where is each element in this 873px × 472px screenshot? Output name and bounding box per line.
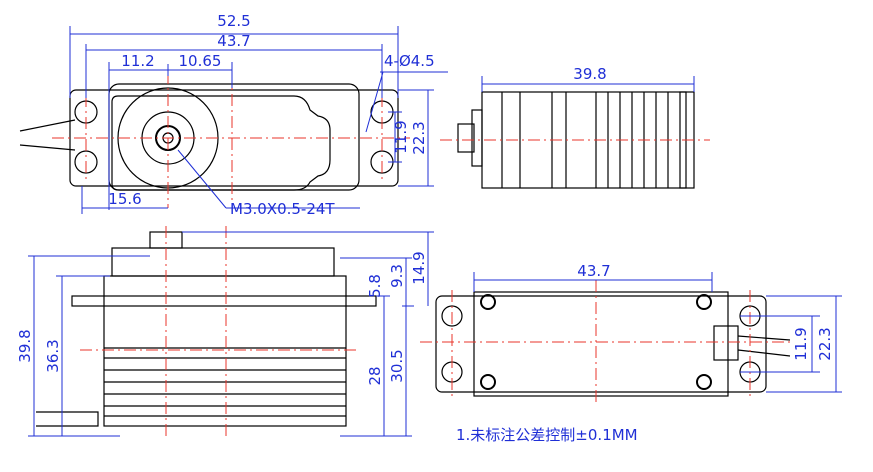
dim-offset-a: 11.2	[121, 52, 154, 70]
bottom-screw-bl	[480, 374, 496, 390]
dim-body-height: 36.3	[44, 339, 62, 372]
dim-bottom-height-inner: 11.9	[792, 327, 810, 360]
dim-hole-spacing: 43.7	[217, 32, 250, 50]
label-spline: M3.0X0.5-24T	[230, 200, 335, 218]
top-body-outline	[108, 83, 360, 191]
dim-bottom-hole-spacing: 43.7	[577, 262, 610, 280]
side-gear	[457, 123, 475, 153]
front-body	[103, 275, 347, 427]
dim-lower-a: 28	[366, 366, 384, 385]
dim-height-outer: 22.3	[410, 121, 428, 154]
bottom-screw-tl	[480, 294, 496, 310]
dim-flange-upper: 9.3	[388, 264, 406, 288]
dim-shaft-offset: 15.6	[108, 190, 141, 208]
dim-side-length: 39.8	[573, 65, 606, 83]
front-view: 39.8 36.3 14.9 9.3 5.8 28 30.5	[16, 226, 434, 437]
tolerance-note: 1.未标注公差控制±0.1MM	[456, 426, 638, 444]
bottom-cable-exit	[713, 325, 739, 361]
dim-height-inner: 11.9	[392, 120, 410, 153]
top-view: 52.5 43.7 11.2 10.65 4-Ø4.5 15.6 M3.0X0.…	[19, 12, 448, 218]
front-top-case	[111, 247, 335, 277]
dim-offset-b: 10.65	[179, 52, 222, 70]
dim-bottom-height-outer: 22.3	[816, 327, 834, 360]
dim-total-height: 39.8	[16, 329, 34, 362]
bottom-body	[473, 291, 729, 397]
front-cable	[36, 411, 99, 427]
dim-flange: 5.8	[366, 274, 384, 298]
bottom-screw-tr	[696, 294, 712, 310]
dim-overall-width: 52.5	[217, 12, 250, 30]
bottom-flange-outline	[435, 295, 767, 393]
side-shaft-collar	[471, 109, 483, 167]
side-view: 39.8	[440, 65, 710, 189]
top-cable	[19, 119, 76, 151]
front-flange	[71, 295, 377, 307]
bottom-cable	[737, 335, 791, 357]
dim-gear-top: 14.9	[410, 251, 428, 284]
bottom-view: 43.7 11.9 22.3	[420, 262, 842, 405]
bottom-screw-br	[696, 374, 712, 390]
dim-holes: 4-Ø4.5	[384, 52, 435, 70]
top-cover	[111, 95, 331, 191]
dim-lower-b: 30.5	[388, 349, 406, 382]
